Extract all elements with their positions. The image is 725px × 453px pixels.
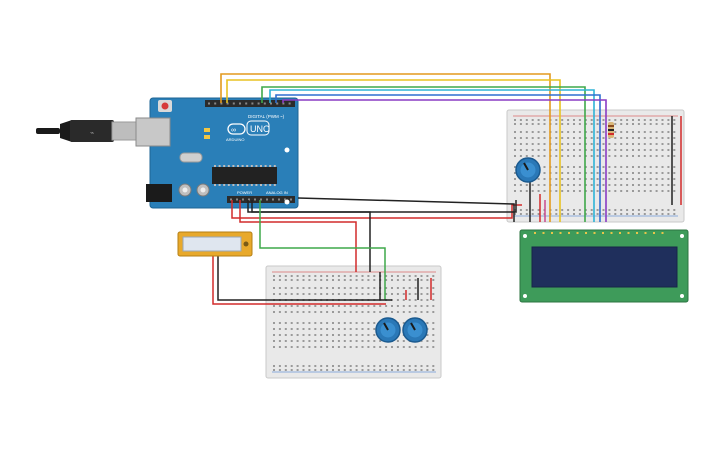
crystal-oscillator — [179, 152, 203, 163]
wire-black-gnd-2[interactable] — [297, 197, 515, 222]
wire-bundle-digital[interactable] — [220, 73, 607, 222]
led-indicator — [204, 135, 210, 139]
mounting-hole — [680, 294, 684, 298]
mounting-hole — [680, 234, 684, 238]
wire-cyan[interactable] — [269, 89, 595, 222]
wire-purple[interactable] — [282, 99, 607, 222]
sensor-module[interactable] — [177, 231, 253, 257]
power-analog-header-pins — [230, 198, 292, 201]
potentiometer-right[interactable] — [402, 317, 428, 343]
power-jack — [146, 184, 172, 202]
digital-header-pins — [208, 102, 291, 105]
wire-black-sensor[interactable] — [217, 256, 392, 301]
digital-header[interactable] — [205, 100, 295, 107]
wire-orange[interactable] — [220, 73, 551, 222]
atmega-chip-pins — [214, 165, 276, 186]
mounting-hole — [523, 294, 527, 298]
potentiometer-left[interactable] — [375, 317, 401, 343]
digital-label: DIGITAL (PWM ~) — [248, 114, 285, 119]
wire-green-analog[interactable] — [259, 200, 386, 300]
analog-label: ANALOG IN — [266, 190, 288, 195]
led-indicator — [204, 128, 210, 132]
lcd-display[interactable] — [519, 229, 689, 303]
potentiometer-contrast[interactable] — [515, 157, 541, 183]
lcd-screen — [531, 246, 678, 288]
usb-plug — [70, 120, 114, 142]
usb-connector — [111, 121, 139, 141]
power-label: POWER — [237, 190, 252, 195]
mounting-hole — [284, 199, 290, 205]
reset-button-cap[interactable] — [161, 102, 169, 110]
arduino-logo — [227, 123, 246, 135]
usb-icon: ⌁ — [90, 130, 94, 137]
brand-label: ARDUINO — [226, 137, 244, 142]
lcd-pins — [534, 232, 664, 234]
wire-red-breadboard[interactable] — [239, 200, 357, 272]
wire-black-breadboard[interactable] — [251, 200, 371, 272]
wire-black-gnd[interactable] — [247, 200, 517, 213]
usb-cable[interactable]: ⌁ — [36, 120, 139, 142]
wire-red-sensor[interactable] — [212, 256, 386, 305]
wire-green[interactable] — [261, 86, 586, 222]
atmega-chip — [212, 167, 277, 184]
model-label: UNO — [250, 124, 270, 134]
arduino-uno-board[interactable]: DIGITAL (PWM ~) ∞ UNO ARDUINO POWER ANAL… — [135, 97, 299, 209]
wire-yellow[interactable] — [226, 79, 561, 222]
resistor[interactable] — [608, 122, 614, 138]
arduino-logo-symbol: ∞ — [231, 127, 236, 134]
mounting-hole — [284, 147, 290, 153]
mounting-hole — [523, 234, 527, 238]
wire-bundle-power[interactable] — [212, 116, 682, 305]
usb-port — [135, 117, 171, 147]
wire-blue[interactable] — [275, 94, 601, 222]
